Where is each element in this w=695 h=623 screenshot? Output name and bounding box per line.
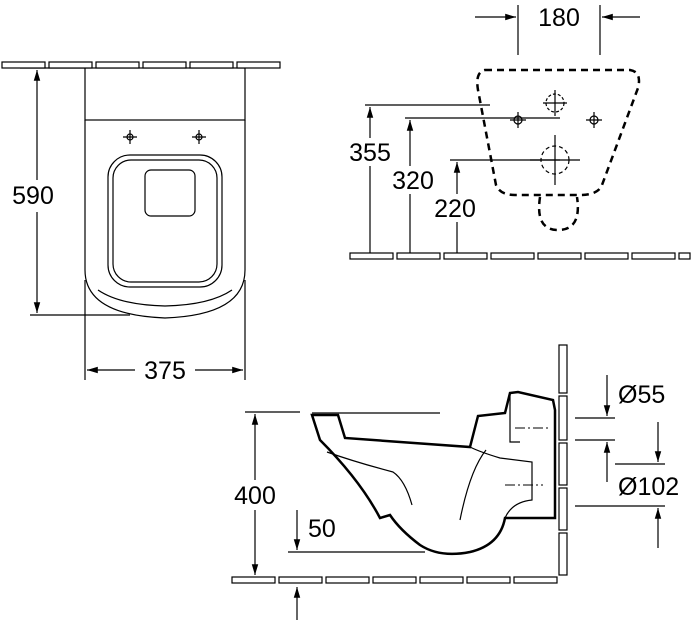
- bowl-outline: [84, 120, 246, 319]
- floor-tile: [537, 252, 582, 260]
- wc-side-profile: [310, 390, 557, 556]
- dim-offset-label: 50: [308, 515, 336, 543]
- seat-outline: [107, 154, 223, 288]
- dim-spacing-label: 180: [538, 4, 580, 32]
- floor-tile: [419, 576, 464, 584]
- bowl-rim: [97, 289, 233, 307]
- label-bg: [388, 166, 438, 194]
- dim-outlet-label: Ø102: [618, 473, 679, 501]
- floor-tile: [1, 61, 46, 69]
- floor-tile: [396, 252, 441, 260]
- dim-width-label: 375: [144, 357, 186, 385]
- floor-tile: [584, 252, 629, 260]
- floor-tile: [678, 252, 691, 260]
- dim-height-220-label: 220: [434, 195, 476, 223]
- fixing-holes: [510, 90, 602, 185]
- dim-depth-label: 590: [12, 182, 54, 210]
- centre-lines: [505, 427, 548, 486]
- dim-inlet-label: Ø55: [618, 381, 665, 409]
- dim-rim-height-label: 400: [234, 482, 276, 510]
- side-view: 400 50 Ø55 Ø102: [234, 344, 679, 620]
- floor-tiles: [1, 61, 691, 584]
- top-view: 590 375: [12, 67, 246, 385]
- floor-tile: [631, 252, 676, 260]
- dim-height-320-label: 320: [392, 167, 434, 195]
- label-bg: [430, 194, 480, 222]
- floor-tile: [278, 576, 323, 584]
- floor-tile: [231, 576, 276, 584]
- rear-view: 180 355 320 220: [345, 4, 641, 253]
- wc-inner-lines: [312, 393, 533, 521]
- floor-tile: [95, 61, 140, 69]
- wall-side: [558, 344, 568, 576]
- floor-tile: [48, 61, 93, 69]
- floor-tile: [443, 252, 488, 260]
- floor-tile: [372, 576, 417, 584]
- dim-height-355-label: 355: [349, 139, 391, 167]
- cistern-outline: [84, 67, 246, 121]
- floor-tile: [325, 576, 370, 584]
- floor-tile: [513, 576, 558, 584]
- lid-recess: [144, 169, 196, 217]
- extension-lines: [20, 67, 246, 380]
- floor-tile: [189, 61, 234, 69]
- floor-tile: [236, 61, 281, 69]
- extension-lines: [365, 5, 601, 161]
- extension-lines: [245, 411, 665, 553]
- fixing-point-icon: [123, 130, 206, 144]
- floor-tile: [349, 252, 394, 260]
- floor-tile: [466, 576, 511, 584]
- seat-inner: [112, 159, 218, 283]
- label-bg: [345, 138, 395, 166]
- outlet-dashed: [537, 196, 580, 232]
- floor-tile: [490, 252, 535, 260]
- wc-outline-dashed: [476, 68, 641, 197]
- floor-tile: [142, 61, 187, 69]
